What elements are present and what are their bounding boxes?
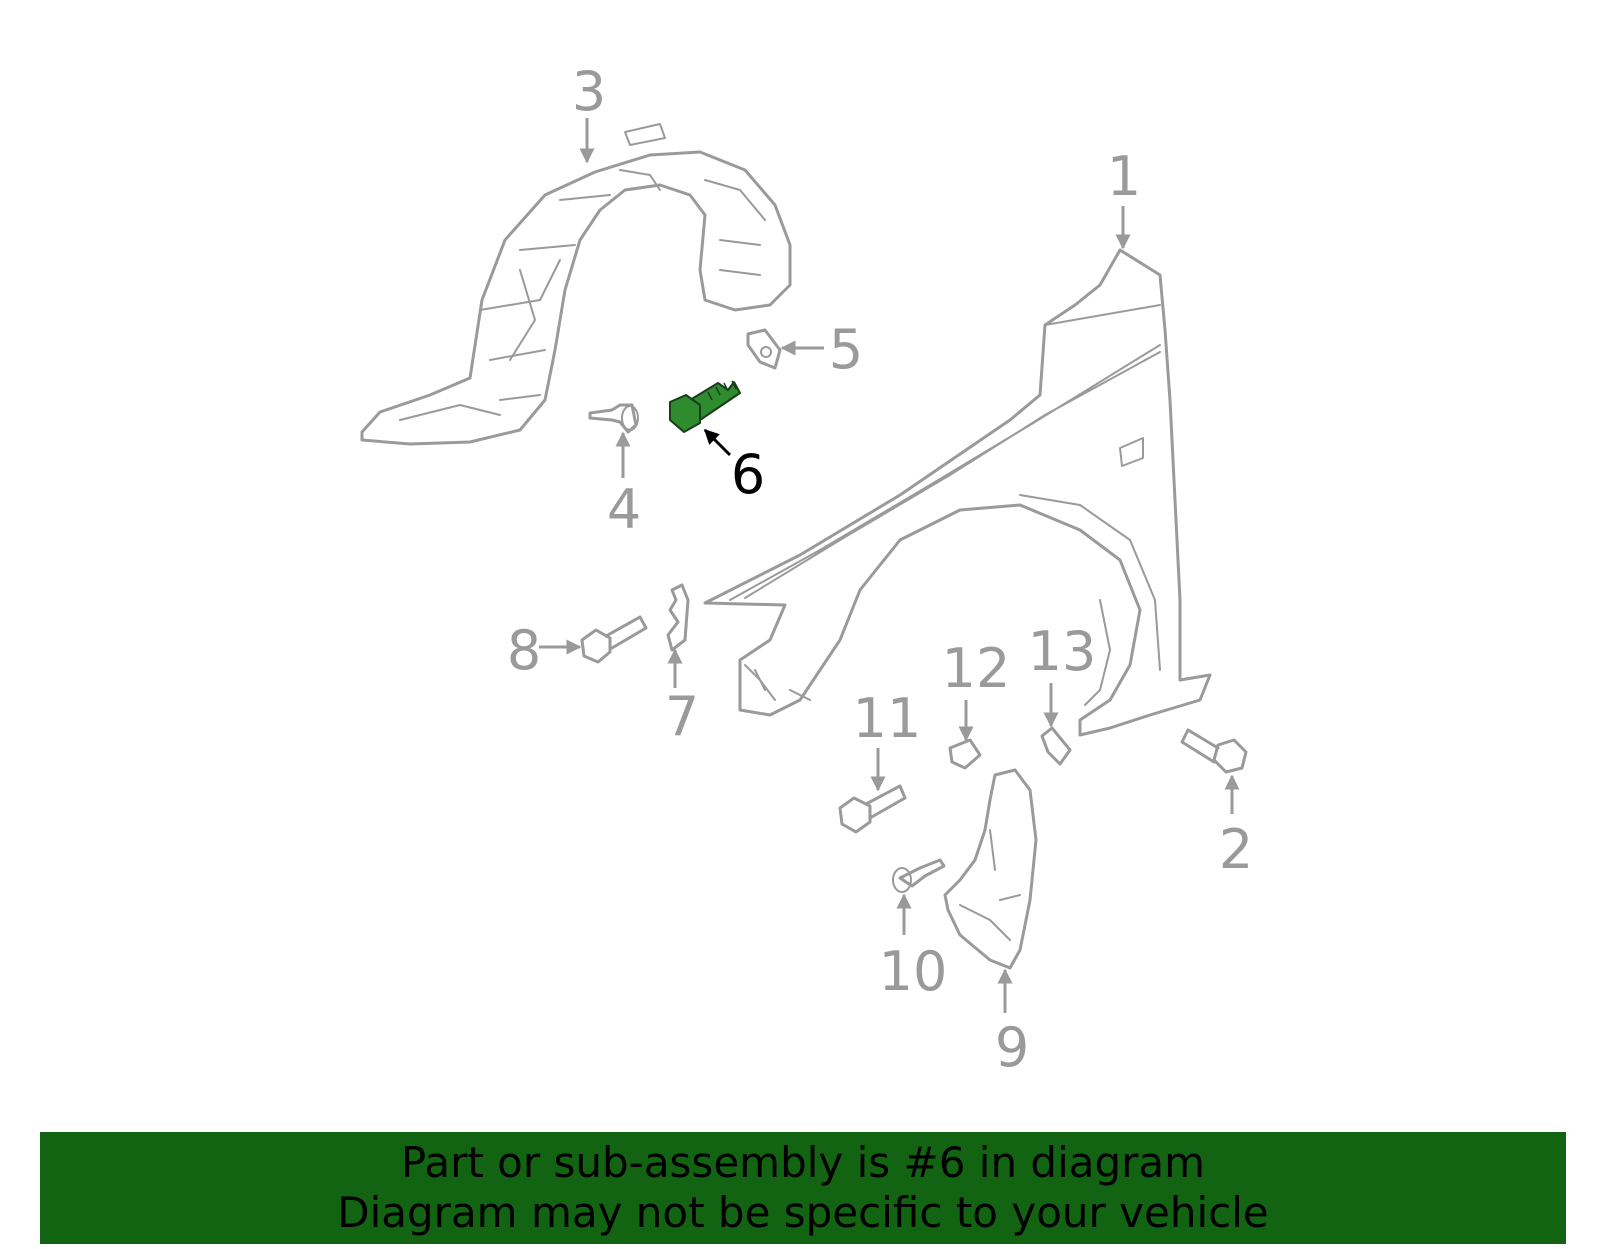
- fender-part: [703, 248, 1212, 737]
- banner-line-1: Part or sub-assembly is #6 in diagram: [400, 1138, 1206, 1187]
- bolt-part-11: [838, 784, 907, 834]
- fender-liner-part: [360, 123, 792, 446]
- clip-part-5: [746, 328, 782, 370]
- callout-9: 9: [995, 1016, 1029, 1079]
- bolt-part-6: [669, 380, 741, 433]
- callout-7: 7: [665, 685, 699, 748]
- bracket-part-7: [666, 583, 690, 652]
- callout-5: 5: [829, 318, 863, 381]
- info-banner: Part or sub-assembly is #6 in diagram Di…: [40, 1132, 1566, 1244]
- callout-1: 1: [1107, 145, 1141, 208]
- callout-2: 2: [1219, 818, 1253, 881]
- callout-4: 4: [607, 478, 641, 541]
- push-rivet-part-10: [892, 858, 946, 893]
- callout-3: 3: [572, 60, 606, 123]
- banner-line-2: Diagram may not be specific to your vehi…: [337, 1188, 1269, 1237]
- clip-part-12: [948, 738, 982, 770]
- callout-6: 6: [731, 443, 765, 506]
- callout-10: 10: [879, 940, 948, 1003]
- callout-8: 8: [507, 619, 541, 682]
- clip-part-13: [1040, 726, 1072, 766]
- callout-13: 13: [1028, 620, 1097, 683]
- bolt-part-2: [1180, 728, 1248, 774]
- callout-11: 11: [853, 687, 922, 750]
- bolt-part-8: [580, 615, 648, 664]
- callout-12: 12: [942, 637, 1011, 700]
- mud-flap-part-9: [943, 768, 1038, 970]
- push-rivet-part-4: [588, 403, 639, 434]
